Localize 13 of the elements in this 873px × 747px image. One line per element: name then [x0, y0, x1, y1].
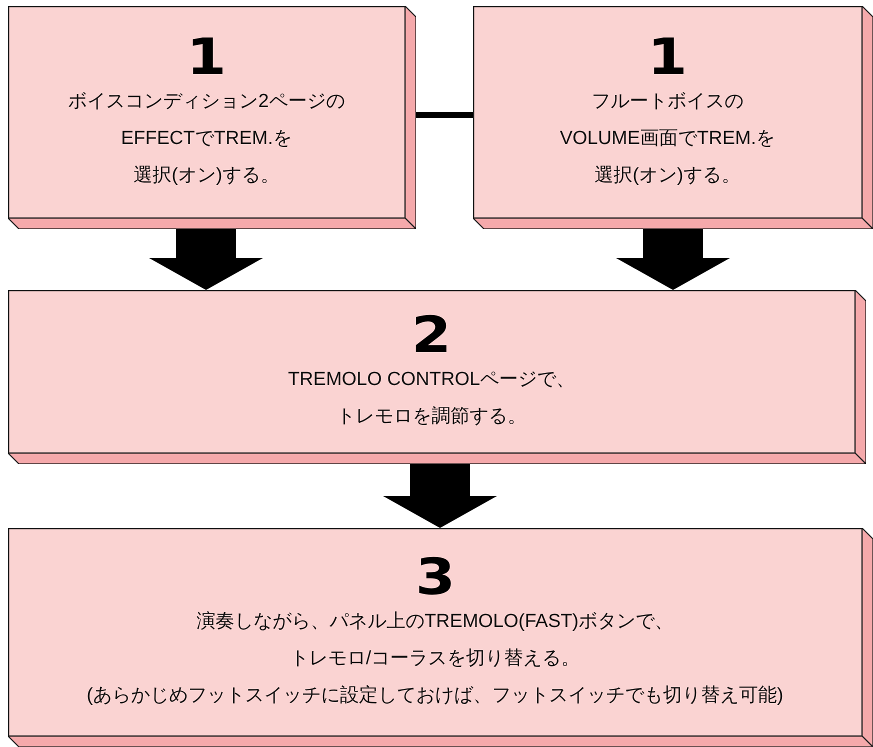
step-text: フルートボイスのVOLUME画面でTREM.を選択(オン)する。 — [560, 90, 776, 188]
step-text: TREMOLO CONTROLページで、トレモロを調節する。 — [288, 368, 576, 428]
step-number: 2 — [411, 308, 452, 360]
note-text: (あらかじめフットスイッチに設定しておけば、フットスイッチでも切り替え可能) — [86, 684, 784, 708]
step-number: 1 — [186, 30, 226, 82]
step-number: 1 — [647, 30, 688, 82]
block-arrow — [149, 229, 263, 290]
step-number: 3 — [414, 550, 455, 602]
block-arrow — [383, 464, 497, 528]
step-text: 演奏しながら、パネル上のTREMOLO(FAST)ボタンで、トレモロ/コーラスを切り替える。 — [196, 610, 674, 670]
connector-line — [416, 112, 473, 118]
block-arrow — [616, 229, 730, 290]
step-text: ボイスコンディション2ページのEFFECTでTREM.を選択(オン)する。 — [68, 90, 345, 188]
